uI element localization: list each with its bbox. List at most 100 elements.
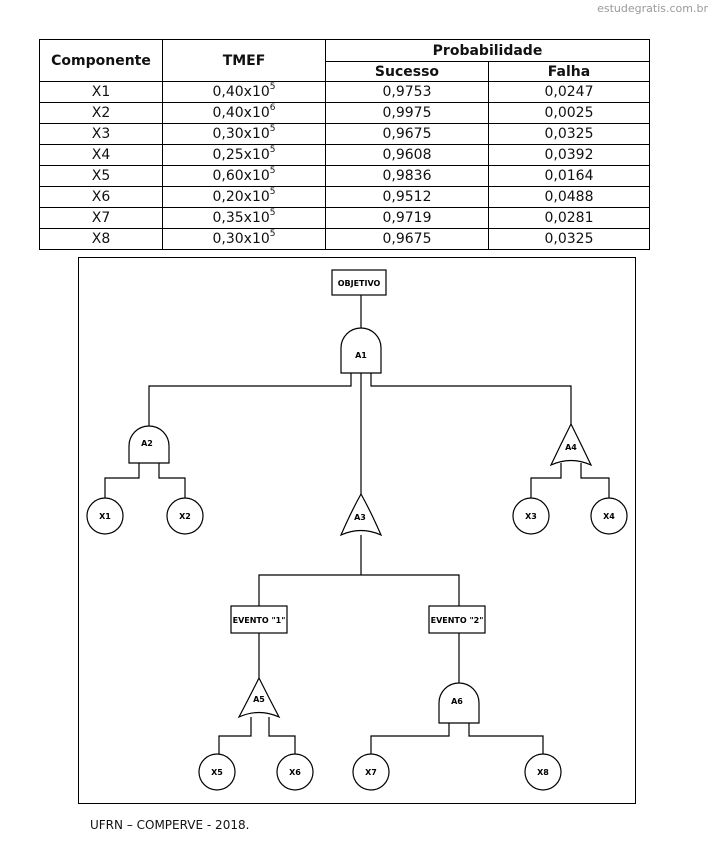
tmef-exponent: 6 bbox=[269, 103, 276, 113]
cell-tmef: 0,35x105 bbox=[162, 207, 326, 229]
cell-tmef: 0,25x105 bbox=[162, 144, 326, 166]
evento-1-label: EVENTO "1" bbox=[233, 616, 286, 625]
watermark: estudegratis.com.br bbox=[597, 2, 708, 15]
cell-sucesso: 0,9719 bbox=[325, 207, 489, 229]
cell-sucesso: 0,9675 bbox=[325, 123, 489, 145]
cell-componente: X1 bbox=[39, 81, 163, 103]
objetivo-box: OBJETIVO bbox=[331, 269, 387, 296]
x7-label: X7 bbox=[365, 768, 377, 777]
basic-event-x1: X1 bbox=[86, 497, 124, 535]
cell-falha: 0,0247 bbox=[488, 81, 650, 103]
tmef-exponent: 5 bbox=[269, 82, 276, 92]
objetivo-label: OBJETIVO bbox=[338, 279, 381, 288]
tmef-exponent: 5 bbox=[269, 187, 276, 197]
gate-a5-label: A5 bbox=[253, 695, 265, 704]
cell-tmef: 0,30x105 bbox=[162, 228, 326, 250]
header-falha: Falha bbox=[488, 61, 650, 82]
cell-falha: 0,0281 bbox=[488, 207, 650, 229]
basic-event-x7: X7 bbox=[352, 753, 390, 791]
cell-falha: 0,0025 bbox=[488, 102, 650, 124]
cell-falha: 0,0164 bbox=[488, 165, 650, 187]
basic-event-x5: X5 bbox=[198, 753, 236, 791]
x8-label: X8 bbox=[537, 768, 549, 777]
cell-sucesso: 0,9836 bbox=[325, 165, 489, 187]
tmef-base: 0,30x10 bbox=[212, 126, 270, 142]
basic-event-x8: X8 bbox=[524, 753, 562, 791]
x5-label: X5 bbox=[211, 768, 223, 777]
cell-falha: 0,0392 bbox=[488, 144, 650, 166]
header-tmef: TMEF bbox=[162, 39, 326, 82]
cell-falha: 0,0325 bbox=[488, 123, 650, 145]
and-gate-a2: A2 bbox=[128, 425, 170, 464]
and-gate-a6: A6 bbox=[438, 682, 480, 724]
cell-sucesso: 0,9608 bbox=[325, 144, 489, 166]
tmef-base: 0,60x10 bbox=[212, 168, 270, 184]
cell-componente: X8 bbox=[39, 228, 163, 250]
header-probabilidade: Probabilidade bbox=[325, 39, 650, 62]
cell-sucesso: 0,9512 bbox=[325, 186, 489, 208]
or-gate-a5: A5 bbox=[237, 676, 281, 719]
reliability-table: Componente TMEF Probabilidade Sucesso Fa… bbox=[39, 39, 650, 250]
cell-componente: X5 bbox=[39, 165, 163, 187]
x3-label: X3 bbox=[525, 512, 537, 521]
gate-a6-label: A6 bbox=[451, 697, 463, 706]
x6-label: X6 bbox=[289, 768, 301, 777]
tmef-exponent: 5 bbox=[269, 208, 276, 218]
cell-sucesso: 0,9975 bbox=[325, 102, 489, 124]
or-gate-a4: A4 bbox=[549, 422, 593, 467]
and-gate-a1: A1 bbox=[340, 327, 382, 374]
gate-a3-label: A3 bbox=[354, 513, 366, 522]
cell-falha: 0,0488 bbox=[488, 186, 650, 208]
cell-componente: X6 bbox=[39, 186, 163, 208]
cell-tmef: 0,60x105 bbox=[162, 165, 326, 187]
basic-event-x4: X4 bbox=[590, 497, 628, 535]
tmef-base: 0,30x10 bbox=[212, 231, 270, 247]
tmef-base: 0,40x10 bbox=[212, 84, 270, 100]
x1-label: X1 bbox=[99, 512, 111, 521]
cell-tmef: 0,40x105 bbox=[162, 81, 326, 103]
basic-event-x3: X3 bbox=[512, 497, 550, 535]
basic-event-x2: X2 bbox=[166, 497, 204, 535]
fault-tree-svg: OBJETIVO A1 A2 A6 A3 A4 A5 bbox=[86, 269, 628, 791]
header-sucesso: Sucesso bbox=[325, 61, 489, 82]
evento-2-label: EVENTO "2" bbox=[431, 616, 484, 625]
tmef-base: 0,25x10 bbox=[212, 147, 270, 163]
x2-label: X2 bbox=[179, 512, 191, 521]
evento-2-box: EVENTO "2" bbox=[428, 605, 486, 634]
header-componente: Componente bbox=[39, 39, 163, 82]
cell-componente: X3 bbox=[39, 123, 163, 145]
gate-a1-label: A1 bbox=[355, 351, 367, 360]
fault-tree-diagram: OBJETIVO A1 A2 A6 A3 A4 A5 bbox=[78, 257, 636, 804]
tmef-base: 0,35x10 bbox=[212, 210, 270, 226]
tmef-base: 0,20x10 bbox=[212, 189, 270, 205]
source-caption: UFRN – COMPERVE - 2018. bbox=[90, 818, 250, 832]
cell-componente: X7 bbox=[39, 207, 163, 229]
cell-tmef: 0,30x105 bbox=[162, 123, 326, 145]
tmef-exponent: 5 bbox=[269, 124, 276, 134]
tmef-exponent: 5 bbox=[269, 229, 276, 239]
gate-a4-label: A4 bbox=[565, 443, 577, 452]
basic-event-x6: X6 bbox=[276, 753, 314, 791]
cell-tmef: 0,20x105 bbox=[162, 186, 326, 208]
or-gate-a3: A3 bbox=[339, 492, 383, 537]
tmef-exponent: 5 bbox=[269, 166, 276, 176]
tmef-exponent: 5 bbox=[269, 145, 276, 155]
cell-componente: X2 bbox=[39, 102, 163, 124]
cell-tmef: 0,40x106 bbox=[162, 102, 326, 124]
x4-label: X4 bbox=[603, 512, 615, 521]
cell-componente: X4 bbox=[39, 144, 163, 166]
cell-falha: 0,0325 bbox=[488, 228, 650, 250]
cell-sucesso: 0,9753 bbox=[325, 81, 489, 103]
tmef-base: 0,40x10 bbox=[212, 105, 270, 121]
evento-1-box: EVENTO "1" bbox=[230, 605, 288, 634]
cell-sucesso: 0,9675 bbox=[325, 228, 489, 250]
gate-a2-label: A2 bbox=[141, 439, 153, 448]
